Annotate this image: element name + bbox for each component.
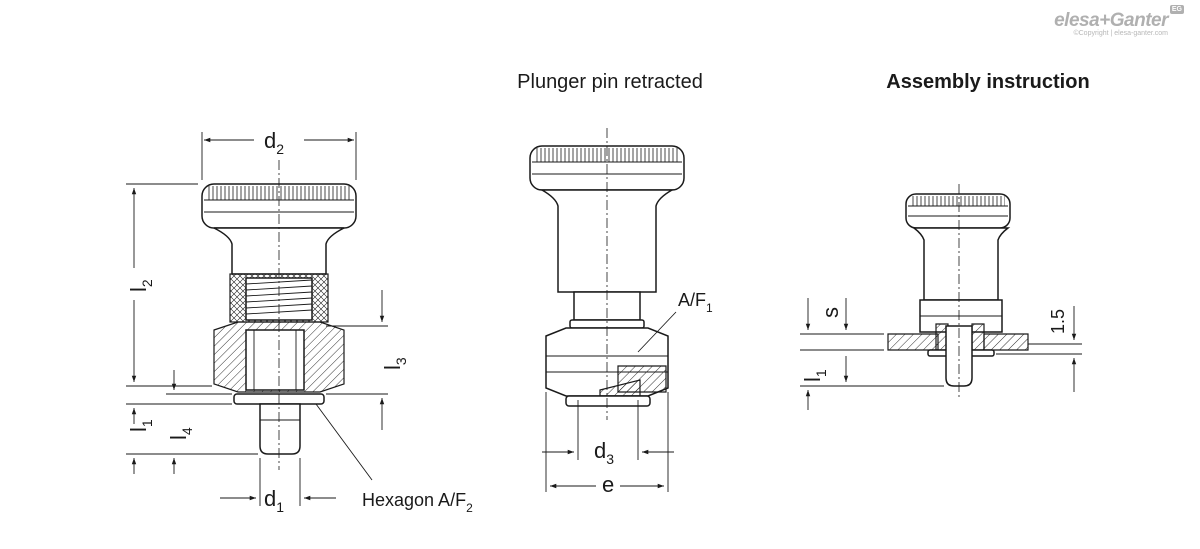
title-assembly: Assembly instruction xyxy=(886,71,1089,93)
left-pin xyxy=(259,403,301,455)
label-gap: 1.5 xyxy=(1048,309,1068,334)
right-view xyxy=(800,184,1082,410)
logo-badge: EG xyxy=(1169,5,1184,14)
left-view xyxy=(126,132,388,506)
title-plunger-retracted: Plunger pin retracted xyxy=(517,71,703,93)
label-d2: d2 xyxy=(264,128,284,157)
brand-logo: elesa+Ganter ©Copyright | elesa-ganter.c… xyxy=(1054,5,1184,37)
label-l4: l4 xyxy=(166,427,195,440)
label-l1-right: l1 xyxy=(800,369,829,382)
label-d3: d3 xyxy=(594,438,614,467)
label-hexagon: Hexagon A/F2 xyxy=(362,490,473,515)
logo-copyright: ©Copyright | elesa-ganter.com xyxy=(1073,30,1168,37)
middle-washer xyxy=(565,395,651,407)
label-d1: d1 xyxy=(264,486,284,515)
label-af1: A/F1 xyxy=(678,290,713,315)
label-l2: l2 xyxy=(126,279,155,292)
right-plate xyxy=(887,333,939,351)
label-s: s xyxy=(818,307,843,318)
middle-view xyxy=(529,128,685,492)
label-l1-left: l1 xyxy=(126,419,155,432)
label-e: e xyxy=(602,472,614,497)
logo-text: elesa+Ganter xyxy=(1054,10,1168,31)
label-l3: l3 xyxy=(380,357,409,370)
right-neck xyxy=(911,227,1011,301)
